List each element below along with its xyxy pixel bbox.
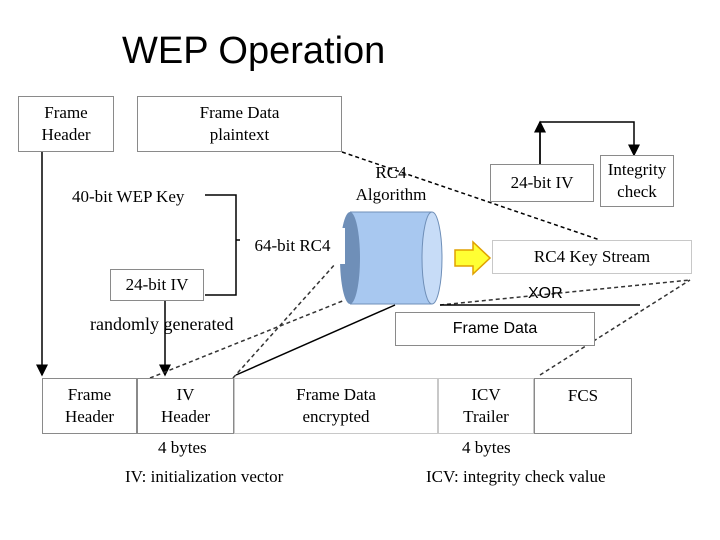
iv-header-l2: Header — [160, 407, 211, 426]
frame-data-encrypted-l1: Frame Data — [296, 385, 376, 404]
key-stream-box: RC4 Key Stream — [492, 240, 692, 274]
dashed-diag-1 — [232, 252, 346, 379]
fcs-box: FCS — [534, 378, 632, 434]
integrity-check-l1: Integrity — [607, 160, 667, 179]
page-title: WEP Operation — [122, 30, 386, 72]
fcs-label: FCS — [567, 386, 599, 405]
dashed-diag-3 — [539, 279, 691, 376]
frame-header-top-l1: Frame — [44, 103, 88, 122]
iv-definition: IV: initialization vector — [125, 467, 284, 486]
solid-diag-1 — [235, 304, 396, 376]
keystream-arrow — [454, 240, 492, 276]
randomly-generated-label: randomly generated — [90, 314, 234, 334]
frame-header-bottom: Frame Header — [42, 378, 137, 434]
frame-header-top: Frame Header — [18, 96, 114, 152]
iv-header-l1: IV — [176, 385, 195, 404]
rc4-64-box: 64-bit RC4 — [240, 228, 345, 264]
iv-left-box: 24-bit IV — [110, 269, 204, 301]
dashed-diag-4 — [149, 299, 346, 379]
wep-key-label: 40-bit WEP Key — [72, 187, 185, 206]
frame-data-encrypted-l2: encrypted — [302, 407, 370, 426]
icv-trailer-l1: ICV — [471, 385, 501, 404]
icv-loop-top — [540, 121, 640, 157]
frame-header-top-l2: Header — [41, 125, 91, 144]
frame-data-encrypted-box: Frame Data encrypted — [234, 378, 438, 434]
rc4-algorithm-l2: Algorithm — [355, 185, 427, 204]
frame-data-mid-box: Frame Data — [395, 312, 595, 346]
frame-data-plaintext-l2: plaintext — [209, 125, 270, 144]
rc4-cylinder — [340, 211, 443, 305]
plaintext-diag — [341, 151, 601, 241]
integrity-check-l2: check — [617, 182, 657, 201]
bytes-right-label: 4 bytes — [462, 438, 511, 457]
wep-key-bracket — [205, 194, 237, 296]
frame-header-bottom-l1: Frame — [67, 385, 112, 404]
iv-header-box: IV Header — [137, 378, 234, 434]
rc4-algorithm-label: RC4 Algorithm — [350, 162, 432, 206]
icv-trailer-box: ICV Trailer — [438, 378, 534, 434]
frame-data-plaintext-l1: Frame Data — [199, 103, 280, 122]
icv-trailer-l2: Trailer — [463, 407, 509, 426]
frame-header-bottom-l2: Header — [64, 407, 115, 426]
xor-label: XOR — [528, 285, 563, 302]
integrity-check-box: Integrity check — [600, 155, 674, 207]
rc4-algorithm-l1: RC4 — [375, 163, 407, 182]
bytes-left-label: 4 bytes — [158, 438, 207, 457]
iv-box-top: 24-bit IV — [490, 164, 594, 202]
dashed-diag-2 — [439, 279, 691, 306]
frame-data-plaintext-box: Frame Data plaintext — [137, 96, 342, 152]
icv-definition: ICV: integrity check value — [426, 467, 606, 486]
